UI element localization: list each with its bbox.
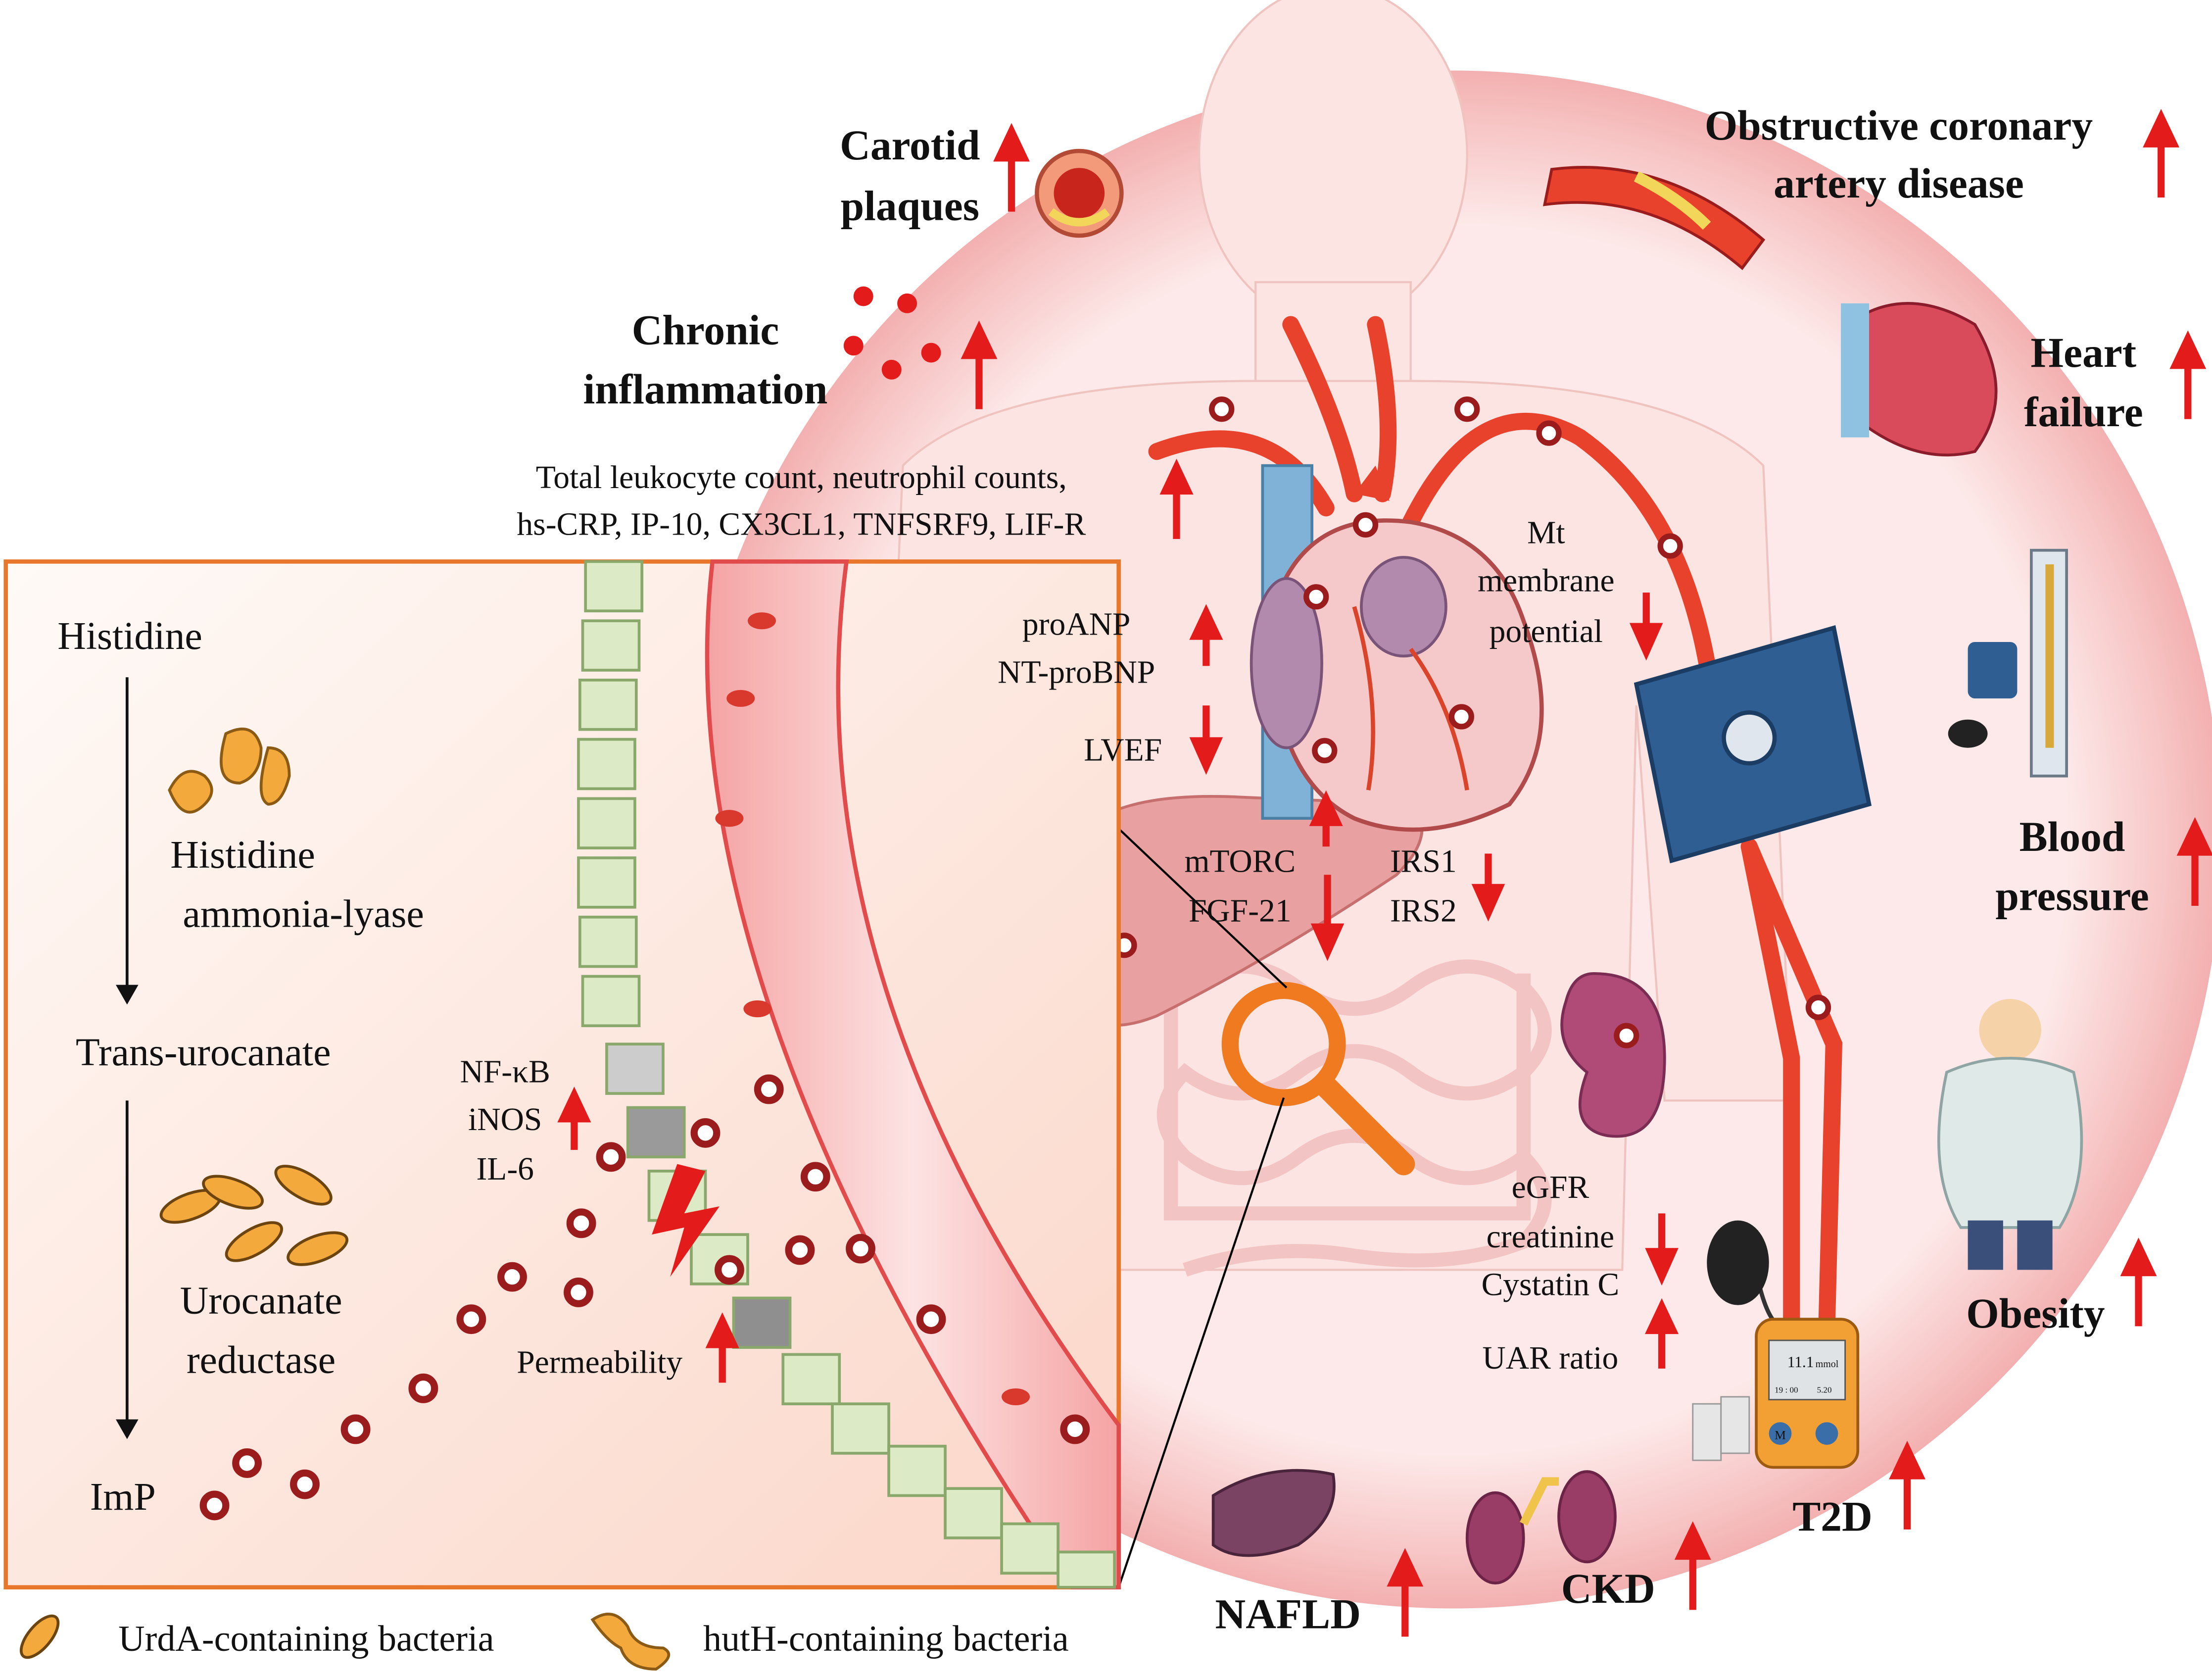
meter-reading: 11.1 bbox=[1787, 1353, 1814, 1371]
il6-label: IL-6 bbox=[476, 1151, 533, 1187]
gut-panel bbox=[3, 559, 1121, 1589]
meter-unit: mmol bbox=[1816, 1359, 1839, 1370]
kidney-organ bbox=[1560, 972, 1666, 1138]
carotid-label-1: Carotid bbox=[840, 122, 980, 169]
enzyme2-label-2: reductase bbox=[187, 1338, 336, 1382]
meter-time: 19 : 00 bbox=[1775, 1385, 1798, 1394]
histidine-label: Histidine bbox=[57, 614, 202, 658]
coronary-label-2: artery disease bbox=[1774, 160, 2024, 207]
nafld-label: NAFLD bbox=[1215, 1591, 1361, 1637]
inflammation-markers-2: hs-CRP, IP-10, CX3CL1, TNFSRF9, LIF-R bbox=[517, 506, 1086, 542]
enzyme1-label-1: Histidine bbox=[170, 833, 315, 877]
legend-urda-label: UrdA-containing bacteria bbox=[118, 1619, 494, 1659]
uar-label: UAR ratio bbox=[1482, 1340, 1618, 1376]
mito-label-2: membrane bbox=[1478, 563, 1615, 598]
red-blood-cells bbox=[715, 612, 1030, 1406]
imp-molecules bbox=[199, 1074, 1090, 1521]
ckd-label: CKD bbox=[1561, 1566, 1655, 1612]
sphygmomanometer-icon bbox=[1948, 548, 2068, 778]
cystatin-label: Cystatin C bbox=[1482, 1267, 1620, 1303]
trans-urocanate-label: Trans-urocanate bbox=[76, 1031, 331, 1074]
legend-urda-icon bbox=[19, 1614, 60, 1659]
glucose-meter-icon bbox=[1692, 1318, 1860, 1469]
meter-m-button: M bbox=[1775, 1428, 1786, 1442]
heart-failure-label-2: failure bbox=[2024, 389, 2143, 436]
coronary-artery-icon bbox=[1542, 166, 1766, 270]
creatinine-label: creatinine bbox=[1487, 1219, 1614, 1255]
heart-failure-label-1: Heart bbox=[2031, 330, 2137, 376]
meter-date: 5.20 bbox=[1817, 1385, 1832, 1394]
ckd-kidneys-icon bbox=[1465, 1470, 1617, 1585]
legend-huth-icon bbox=[590, 1613, 671, 1671]
t2d-label: T2D bbox=[1792, 1494, 1873, 1540]
fgf21-label: FGF-21 bbox=[1189, 893, 1292, 929]
irs1-label: IRS1 bbox=[1390, 844, 1457, 880]
mito-label-3: potential bbox=[1490, 614, 1603, 649]
inflammation-markers-1: Total leukocyte count, neutrophil counts… bbox=[536, 460, 1067, 495]
bp-label-2: pressure bbox=[1995, 873, 2149, 920]
heart-failure-icon bbox=[1841, 301, 1998, 457]
permeability-label: Permeability bbox=[517, 1344, 682, 1380]
enzyme2-label-1: Urocanate bbox=[180, 1279, 342, 1323]
urda-bacteria-icon bbox=[159, 1165, 349, 1266]
damage-bolt-icon bbox=[652, 1164, 720, 1277]
kidney-dot bbox=[1614, 1023, 1639, 1048]
obese-person-icon bbox=[1937, 999, 2083, 1270]
heart-illustration bbox=[1250, 464, 1544, 832]
down-arrows bbox=[1189, 593, 1679, 1286]
arterial-tree bbox=[1148, 316, 1843, 1335]
bp-label-1: Blood bbox=[2020, 814, 2125, 860]
lvef-label: LVEF bbox=[1084, 732, 1162, 768]
imp-label: ImP bbox=[90, 1475, 156, 1519]
inflammation-label-1: Chronic bbox=[632, 307, 779, 354]
coronary-label-1: Obstructive coronary bbox=[1705, 102, 2093, 149]
bp-cuff-illustration bbox=[1634, 625, 1872, 1330]
inos-label: iNOS bbox=[468, 1102, 542, 1137]
inflammation-sparks-icon bbox=[843, 286, 941, 380]
huth-bacteria-icon bbox=[168, 727, 291, 814]
mito-label-1: Mt bbox=[1527, 515, 1565, 550]
nfkb-label: NF-κB bbox=[460, 1054, 550, 1089]
carotid-label-2: plaques bbox=[841, 183, 979, 230]
ntprobnp-label: NT-proBNP bbox=[998, 655, 1155, 691]
heart-dots bbox=[1303, 512, 1474, 764]
artery-dots bbox=[1209, 396, 1831, 1020]
up-arrows bbox=[557, 108, 2212, 1637]
enzyme1-label-2: ammonia-lyase bbox=[183, 892, 424, 936]
legend-huth-label: hutH-containing bacteria bbox=[703, 1619, 1069, 1659]
mtorc-label: mTORC bbox=[1184, 844, 1296, 880]
irs2-label: IRS2 bbox=[1390, 893, 1457, 929]
proanp-label: proANP bbox=[1022, 607, 1131, 642]
liver-organ bbox=[1063, 795, 1424, 1027]
intestine-illustration bbox=[1156, 959, 1552, 1277]
carotid-plaque-icon bbox=[1035, 148, 1124, 238]
obesity-label: Obesity bbox=[1966, 1290, 2105, 1337]
inflammation-label-2: inflammation bbox=[583, 366, 827, 413]
egfr-label: eGFR bbox=[1512, 1170, 1589, 1205]
nafld-liver-icon bbox=[1211, 1469, 1336, 1557]
